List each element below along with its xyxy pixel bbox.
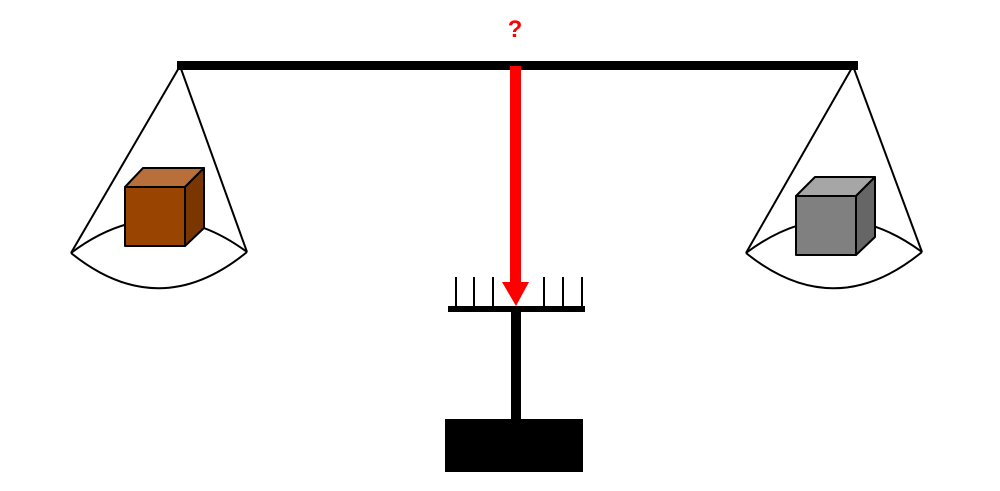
scale-stand	[511, 308, 521, 420]
left-pan-bowl	[70, 251, 248, 290]
indicator-ticks	[455, 277, 583, 307]
pointer-shaft	[510, 66, 521, 284]
pointer-head	[502, 282, 529, 306]
scale-base	[445, 419, 583, 472]
right-pan-string	[745, 65, 854, 254]
balance-beam	[177, 61, 858, 70]
gray-cube-icon	[795, 176, 876, 256]
gray-cube-front	[795, 195, 857, 256]
left-pan-string	[70, 65, 181, 254]
pointer-arrow-icon	[502, 66, 529, 306]
indicator-scale	[448, 277, 585, 312]
brown-cube-icon	[124, 167, 205, 247]
right-pan-bowl	[745, 251, 923, 290]
brown-cube-front	[124, 186, 186, 247]
left-pan-string	[179, 65, 248, 253]
right-pan-string	[852, 65, 923, 253]
indicator-bar	[448, 306, 585, 312]
question-mark-label: ?	[507, 16, 523, 43]
